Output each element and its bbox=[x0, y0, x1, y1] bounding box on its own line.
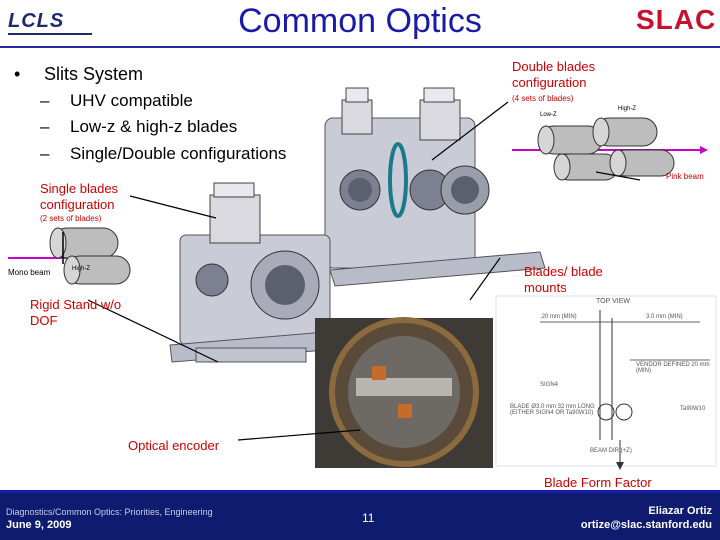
drawing-top-view: TOP VIEW bbox=[596, 298, 630, 305]
header-divider bbox=[0, 46, 720, 48]
label-single-blades: Single blades configuration bbox=[40, 181, 119, 212]
lcls-logo-underline bbox=[8, 33, 92, 35]
single-blades-diagram bbox=[8, 227, 131, 285]
drawing-ta: Ta90W10 bbox=[680, 406, 706, 412]
page-number: 11 bbox=[362, 511, 375, 525]
footer-bar: Diagnostics/Common Optics: Priorities, E… bbox=[0, 493, 720, 540]
label-pink-beam: Pink beam bbox=[666, 172, 704, 181]
lcls-logo: LCLS bbox=[8, 10, 65, 32]
drawing-dim-left: .20 mm (MIN) bbox=[540, 314, 577, 320]
double-slit-assembly-image bbox=[324, 87, 546, 287]
sub-bullet-dash: – bbox=[40, 91, 50, 110]
leader-lines bbox=[87, 101, 641, 441]
label-single-blades-sets: (2 sets of blades) bbox=[40, 214, 102, 223]
label-high-z-left: High-Z bbox=[72, 266, 91, 272]
drawing-sign4: SIGN4 bbox=[540, 382, 559, 388]
footer-presentation: Diagnostics/Common Optics: Priorities, E… bbox=[6, 507, 213, 517]
footer-divider bbox=[0, 490, 720, 493]
bullet-marker: • bbox=[14, 64, 21, 84]
drawing-vendor-defined: VENDOR DEFINED 20 mm (MIN) bbox=[636, 362, 710, 374]
label-rigid-stand: Rigid Stand w/o DOF bbox=[30, 297, 122, 328]
sub-bullet-uhv: UHV compatible bbox=[70, 91, 193, 110]
drawing-beam-dir: BEAM DIR (+Z) bbox=[590, 448, 632, 454]
footer-author: Eliazar Ortiz bbox=[648, 505, 712, 517]
blade-form-factor-drawing bbox=[495, 295, 717, 470]
single-slit-assembly-image bbox=[169, 182, 353, 363]
label-optical-encoder: Optical encoder bbox=[128, 438, 220, 453]
label-blade-form-factor: Blade Form Factor bbox=[544, 475, 652, 490]
label-mono-beam: Mono beam bbox=[8, 268, 51, 277]
drawing-blade-spec: BLADE Ø3.0 mm 32 mm LONG (EITHER SIGN4 O… bbox=[510, 404, 595, 416]
label-low-z-top: Low-Z bbox=[540, 112, 557, 118]
label-double-blades-sets: (4 sets of blades) bbox=[512, 94, 574, 103]
sub-bullet-dash: – bbox=[40, 117, 50, 136]
slide-title: Common Optics bbox=[238, 2, 482, 40]
footer-date: June 9, 2009 bbox=[6, 519, 72, 531]
footer-email: ortize@slac.stanford.edu bbox=[580, 519, 712, 531]
label-high-z-top: High-Z bbox=[618, 106, 637, 112]
bullet-slits-system: Slits System bbox=[44, 64, 144, 84]
drawing-dim-right: 3.0 mm (MIN) bbox=[646, 314, 683, 320]
slac-logo: SLAC bbox=[636, 4, 717, 35]
double-blades-diagram bbox=[512, 117, 708, 181]
blade-mount-photo bbox=[315, 317, 493, 468]
label-blades-mounts: Blades/ blade mounts bbox=[524, 264, 603, 295]
sub-bullet-blades: Low-z & high-z blades bbox=[70, 117, 238, 136]
sub-bullet-dash: – bbox=[40, 144, 50, 163]
sub-bullet-configurations: Single/Double configurations bbox=[70, 144, 287, 163]
label-double-blades: Double blades configuration bbox=[512, 59, 596, 90]
